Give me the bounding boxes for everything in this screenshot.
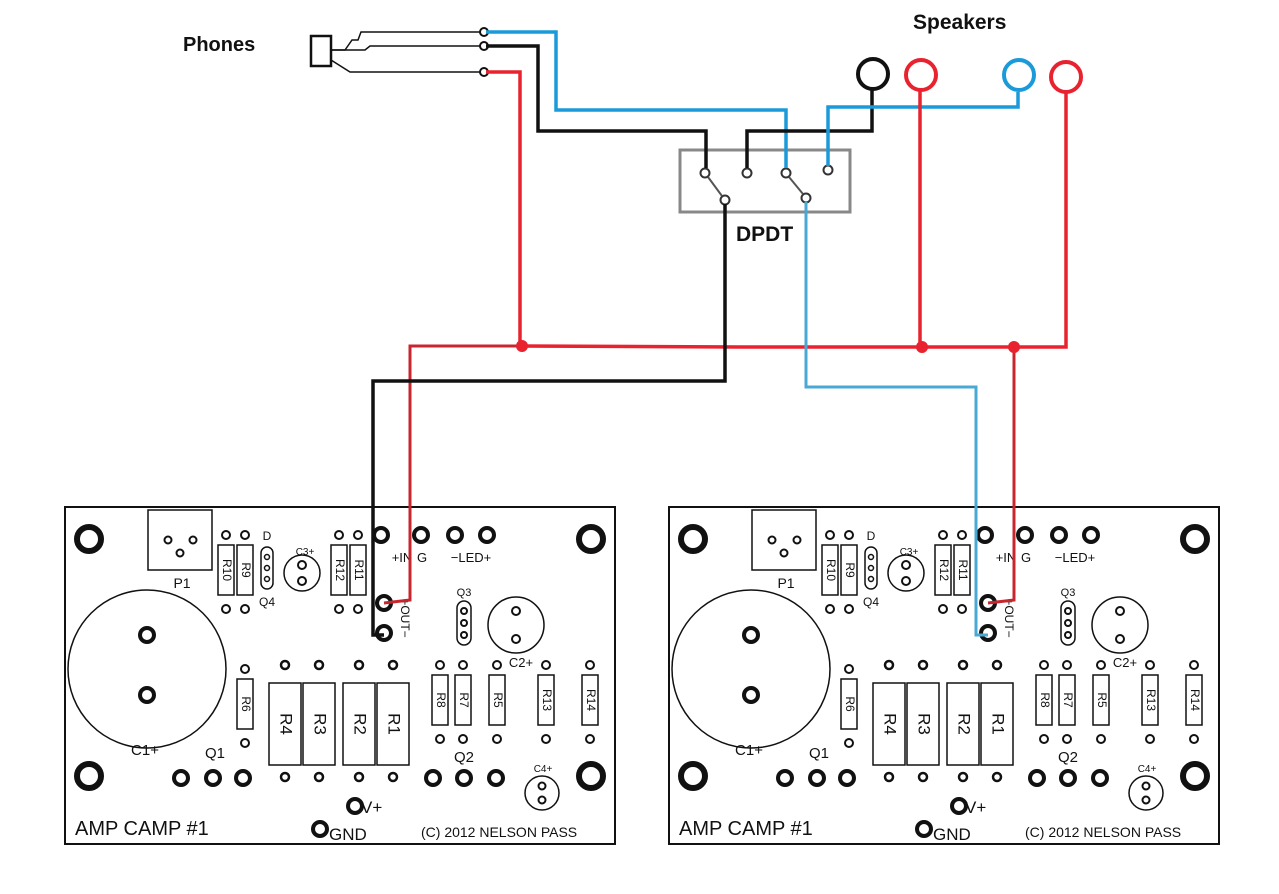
junction-dot [1008,341,1020,353]
r6-label: R6 [843,696,857,712]
r7-label: R7 [1061,692,1075,708]
speakers-label: Speakers [913,11,1006,34]
dpdt-switch [678,148,852,214]
c2-label: C2+ [1113,655,1137,670]
wire-blue-right-out [804,202,988,637]
c4-label: C4+ [1138,764,1157,775]
r7-label: R7 [457,692,471,708]
r6-label: R6 [239,696,253,712]
r9-label: R9 [239,562,253,578]
g-label: G [417,550,427,565]
wire-red-left-out [383,344,520,605]
junction-dot [516,340,528,352]
speaker2-positive-terminal [1049,60,1083,94]
wire-blue-phones [486,30,788,168]
vplus-label: V+ [965,798,986,817]
gnd-label: GND [933,825,971,844]
r11-label: R11 [956,559,970,580]
amp-board-left: P1 D Q4 C3+ +IN G −LED+ Q3 C2+ C1+ Q1 Q2… [65,507,615,844]
copyright: (C) 2012 NELSON PASS [421,824,577,840]
led-label: −LED+ [1055,550,1095,565]
r12-label: R12 [333,559,347,581]
vplus-label: V+ [361,798,382,817]
out-label: +OUT− [1002,598,1016,637]
r10-label: R10 [824,559,838,581]
wire-red-right-out [987,347,1016,605]
r4-label: R4 [881,713,900,735]
wire-blue-speaker [826,92,1020,166]
r4-label: R4 [277,713,296,735]
phones-jack [309,27,489,77]
r11-label: R11 [352,559,366,580]
r2-label: R2 [955,713,974,735]
in-label: +IN [996,550,1017,565]
c1-label: C1+ [735,742,763,759]
r3-label: R3 [915,713,934,735]
q3-label: Q3 [1061,587,1076,599]
r1-label: R1 [989,713,1008,735]
r14-label: R14 [1188,689,1202,711]
r3-label: R3 [311,713,330,735]
led-label: −LED+ [451,550,491,565]
speaker2-negative-terminal [1002,58,1036,92]
r8-label: R8 [434,692,448,708]
d-label: D [263,529,272,543]
q2-label: Q2 [454,749,474,766]
r5-label: R5 [1095,692,1109,708]
wire-black-phones [486,44,708,168]
wire-red-speaker2 [1014,93,1068,349]
r13-label: R13 [1144,689,1158,711]
r14-label: R14 [584,689,598,711]
c4-label: C4+ [534,764,553,775]
gnd-label: GND [329,825,367,844]
r10-label: R10 [220,559,234,581]
wire-black-speaker [745,90,874,168]
out-label: +OUT− [398,598,412,637]
r8-label: R8 [1038,692,1052,708]
wire-red-phones [486,70,522,346]
speaker1-positive-terminal [904,58,938,92]
p1-label: P1 [777,575,794,591]
r12-label: R12 [937,559,951,581]
c1-label: C1+ [131,742,159,759]
r13-label: R13 [540,689,554,711]
r5-label: R5 [491,692,505,708]
q1-label: Q1 [205,745,225,762]
wire-red-bus [519,344,1014,349]
junction-dot [916,341,928,353]
phones-label: Phones [183,34,255,56]
q1-label: Q1 [809,745,829,762]
g-label: G [1021,550,1031,565]
c3-label: C3+ [296,547,315,558]
q3-label: Q3 [457,587,472,599]
q4-label: Q4 [259,595,275,609]
q2-label: Q2 [1058,749,1078,766]
speaker1-negative-terminal [856,57,890,91]
r2-label: R2 [351,713,370,735]
q4-label: Q4 [863,595,879,609]
amp-board-right: P1 D Q4 C3+ +IN G −LED+ Q3 C2+ C1+ Q1 Q2… [669,507,1219,844]
copyright: (C) 2012 NELSON PASS [1025,824,1181,840]
wire-black-left-out [371,204,727,637]
p1-label: P1 [173,575,190,591]
c3-label: C3+ [900,547,919,558]
dpdt-label: DPDT [736,223,793,246]
c2-label: C2+ [509,655,533,670]
in-label: +IN [392,550,413,565]
r9-label: R9 [843,562,857,578]
board-title: AMP CAMP #1 [679,818,813,840]
r1-label: R1 [385,713,404,735]
board-title: AMP CAMP #1 [75,818,209,840]
d-label: D [867,529,876,543]
